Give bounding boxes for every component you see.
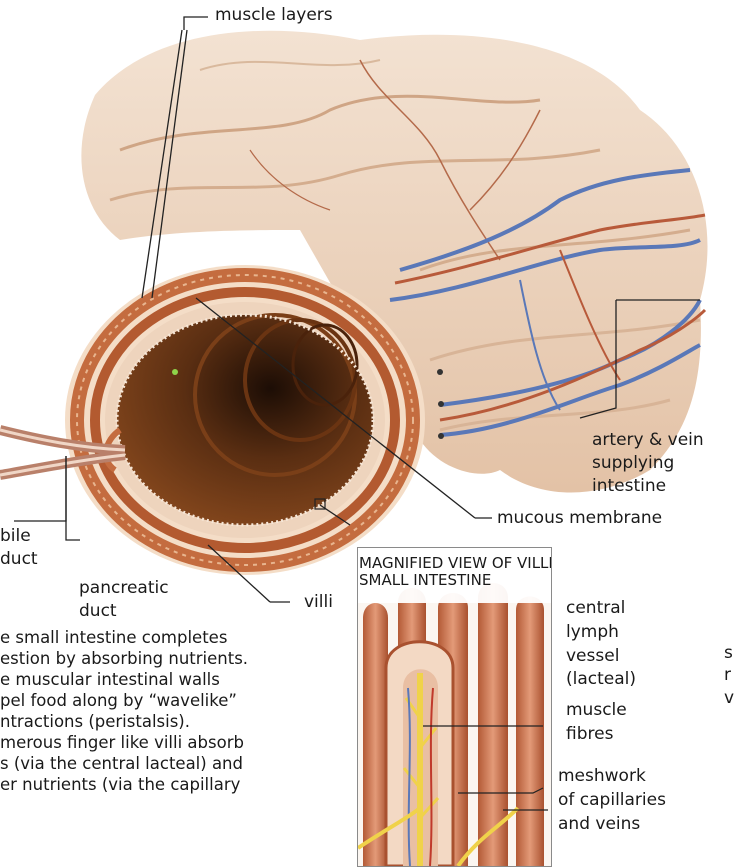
inset-title-line1: MAGNIFIED VIEW OF VILLI OF bbox=[359, 555, 552, 572]
label-fibres: fibres bbox=[566, 724, 613, 745]
label-and-veins: and veins bbox=[558, 814, 640, 835]
label-villi: villi bbox=[304, 592, 333, 613]
edge-letter-s: s bbox=[724, 643, 733, 664]
villi-illustration bbox=[358, 548, 551, 866]
intestine-cross-section bbox=[65, 265, 425, 575]
villi-fingers bbox=[358, 583, 544, 866]
label-intestine: intestine bbox=[592, 476, 666, 497]
inset-title-line2: SMALL INTESTINE bbox=[359, 572, 491, 589]
label-meshwork: meshwork bbox=[558, 766, 646, 787]
label-supplying: supplying bbox=[592, 453, 674, 474]
paragraph-line: ntractions (peristalsis). bbox=[0, 711, 248, 732]
label-bile: bile bbox=[0, 526, 31, 547]
paragraph-line: e small intestine completes bbox=[0, 627, 248, 648]
label-mucous-membrane: mucous membrane bbox=[497, 508, 662, 529]
paragraph-line: estion by absorbing nutrients. bbox=[0, 648, 248, 669]
label-muscle-layers: muscle layers bbox=[215, 5, 333, 26]
label-artery-vein: artery & vein bbox=[592, 430, 704, 451]
label-lacteal: (lacteal) bbox=[566, 669, 636, 690]
label-pancreatic: pancreatic bbox=[79, 578, 169, 599]
edge-letter-v: v bbox=[724, 688, 734, 709]
paragraph-line: pel food along by “wavelike” bbox=[0, 690, 248, 711]
description-paragraph: e small intestine completes estion by ab… bbox=[0, 627, 248, 795]
paragraph-line: merous finger like villi absorb bbox=[0, 732, 248, 753]
label-central: central bbox=[566, 598, 625, 619]
paragraph-line: s (via the central lacteal) and bbox=[0, 753, 248, 774]
label-of-capillaries: of capillaries bbox=[558, 790, 666, 811]
edge-letter-r: r bbox=[724, 665, 731, 686]
label-pancreatic-duct: duct bbox=[79, 601, 117, 622]
label-muscle: muscle bbox=[566, 700, 627, 721]
label-bile-duct: duct bbox=[0, 549, 38, 570]
label-vessel: vessel bbox=[566, 646, 619, 667]
paragraph-line: e muscular intestinal walls bbox=[0, 669, 248, 690]
magnified-villi-inset: MAGNIFIED VIEW OF VILLI OF SMALL INTESTI… bbox=[357, 547, 552, 867]
label-lymph: lymph bbox=[566, 622, 619, 643]
paragraph-line: er nutrients (via the capillary bbox=[0, 774, 248, 795]
